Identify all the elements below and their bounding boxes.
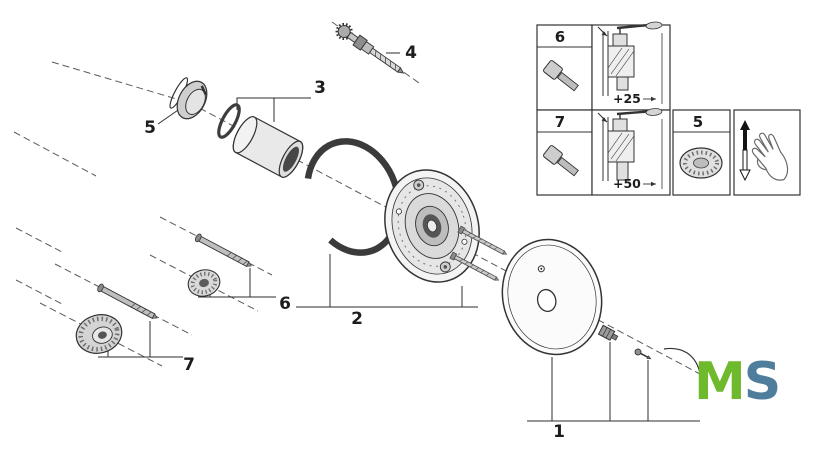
part-3-oring xyxy=(217,103,241,139)
part-2-snap-ring xyxy=(304,138,402,256)
part-7-extension-pin xyxy=(97,283,158,319)
part-label-7: 7 xyxy=(183,355,195,375)
part-7-knurled-sleeve xyxy=(75,314,123,354)
inset-label-5: 5 xyxy=(693,113,703,131)
inset-label-6: 6 xyxy=(555,28,565,46)
part-3-sleeve xyxy=(232,116,304,178)
inset-label-7: 7 xyxy=(555,113,565,131)
part-1-adapter-nut xyxy=(597,324,619,341)
part-4-spindle xyxy=(335,22,405,74)
hand-icon xyxy=(751,132,789,181)
watermark-letter-m: M xyxy=(694,352,744,412)
part-6-knurled-ring xyxy=(187,269,221,297)
part-label-2: 2 xyxy=(351,309,363,329)
fixing-screw-2 xyxy=(449,251,500,281)
inset-dim-plus50: +50 xyxy=(613,176,641,191)
part-label-4: 4 xyxy=(405,43,417,63)
part-label-5: 5 xyxy=(144,118,156,138)
watermark-logo: MS xyxy=(694,352,779,412)
inset-part6-icon xyxy=(543,60,579,92)
part-label-6: 6 xyxy=(279,294,291,314)
inset-label-dividers xyxy=(537,46,730,133)
part-1-grub-screw xyxy=(634,348,652,360)
part-2-valve-escutcheon xyxy=(384,169,480,283)
part-6-extension-pin xyxy=(194,233,252,268)
part-1-leader-hook xyxy=(663,347,702,392)
fixing-screw-1 xyxy=(457,225,508,255)
watermark-letter-s: S xyxy=(744,352,779,412)
part-1-cover-plate xyxy=(501,238,603,356)
inset-grip-hand-cell xyxy=(739,120,789,182)
part-label-1: 1 xyxy=(553,422,565,442)
inset-dim-plus25: +25 xyxy=(613,91,641,106)
inset-part5-icon xyxy=(679,147,723,179)
part-5-cap xyxy=(169,77,208,120)
temperature-arrow-icon xyxy=(739,120,751,182)
inset-valve-plus50-drawing xyxy=(597,108,663,189)
inset-valve-plus25-drawing xyxy=(597,21,663,104)
part-label-3: 3 xyxy=(314,78,326,98)
inset-part7-icon xyxy=(543,145,579,177)
